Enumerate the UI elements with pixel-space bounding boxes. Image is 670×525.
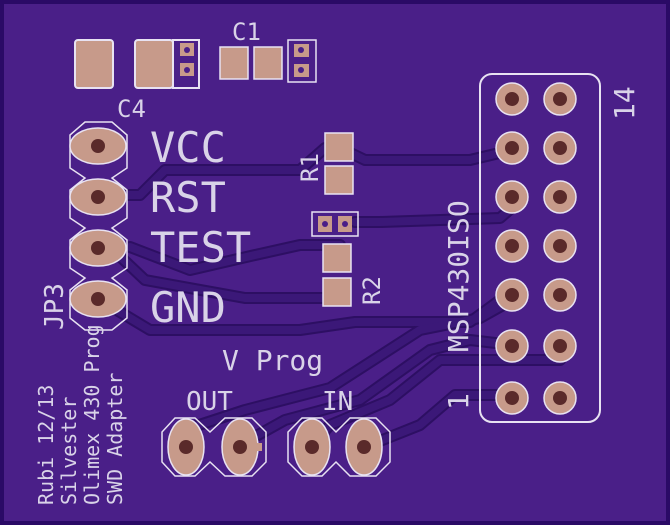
credit-line: Olimex 430 Prog (80, 324, 104, 505)
via (184, 67, 190, 73)
c4-pad-left (74, 39, 114, 89)
pin-label-test: TEST (150, 223, 251, 272)
credit-block: Rubi 12/13 Silvester Olimex 430 Prog SWD… (34, 324, 127, 505)
c1-label: C1 (232, 18, 261, 46)
drill-hole (553, 141, 567, 155)
header-label: MSP430ISO (442, 200, 475, 352)
drill-hole (91, 190, 105, 204)
pin-label-vcc: VCC (150, 123, 226, 172)
pin-label-gnd: GND (150, 283, 226, 332)
out-pin-tab (240, 443, 262, 451)
r2-footprint (311, 211, 359, 307)
out-label: OUT (186, 387, 233, 417)
via (298, 67, 304, 73)
vprog-label: V Prog (222, 344, 323, 377)
credit-line: Silvester (57, 397, 81, 505)
via (342, 221, 348, 227)
r1-label: R1 (296, 153, 324, 182)
pin-label-rst: RST (150, 173, 226, 222)
drill-hole (505, 92, 519, 106)
c4-pad-right (134, 39, 174, 89)
pin14-label: 14 (608, 86, 641, 120)
in-outline (287, 417, 391, 477)
drill-hole (305, 440, 319, 454)
c4-footprint (74, 39, 200, 89)
c4-label: C4 (117, 95, 146, 123)
r2-pad-top (322, 243, 352, 273)
r1-pad-bottom (324, 165, 354, 195)
drill-hole (179, 440, 193, 454)
drill-hole (505, 190, 519, 204)
pin1-label: 1 (442, 393, 475, 410)
in-label: IN (322, 387, 353, 417)
drill-hole (553, 391, 567, 405)
via (298, 47, 304, 53)
r2-small-pads (311, 211, 359, 237)
msp430-header-holes (505, 92, 567, 405)
drill-hole (233, 440, 247, 454)
drill-hole (91, 292, 105, 306)
r2-pad-bottom (322, 277, 352, 307)
credit-line: Rubi 12/13 (34, 385, 58, 505)
drill-hole (553, 239, 567, 253)
out-outline (161, 417, 267, 477)
drill-hole (91, 139, 105, 153)
c1-pad-right (253, 46, 283, 80)
drill-hole (91, 241, 105, 255)
c4-outline (172, 39, 200, 89)
r1-pad-top (324, 132, 354, 162)
drill-hole (505, 141, 519, 155)
jp3-holes (91, 139, 105, 306)
c1-pad-left (219, 46, 249, 80)
drill-hole (553, 339, 567, 353)
c1-footprint (219, 39, 317, 83)
drill-hole (553, 92, 567, 106)
msp430-header-outline (479, 73, 601, 423)
r1-footprint (324, 132, 354, 195)
c1-small-pads (287, 39, 317, 83)
drill-hole (505, 391, 519, 405)
drill-hole (553, 288, 567, 302)
in-holes (305, 440, 371, 454)
via (322, 221, 328, 227)
credit-line: SWD Adapter (103, 373, 127, 505)
drill-hole (553, 190, 567, 204)
jp3-label: JP3 (40, 283, 70, 330)
drill-hole (505, 339, 519, 353)
r2-label: R2 (358, 276, 386, 305)
via (184, 47, 190, 53)
drill-hole (505, 239, 519, 253)
drill-hole (357, 440, 371, 454)
drill-hole (505, 288, 519, 302)
out-holes (179, 440, 247, 454)
